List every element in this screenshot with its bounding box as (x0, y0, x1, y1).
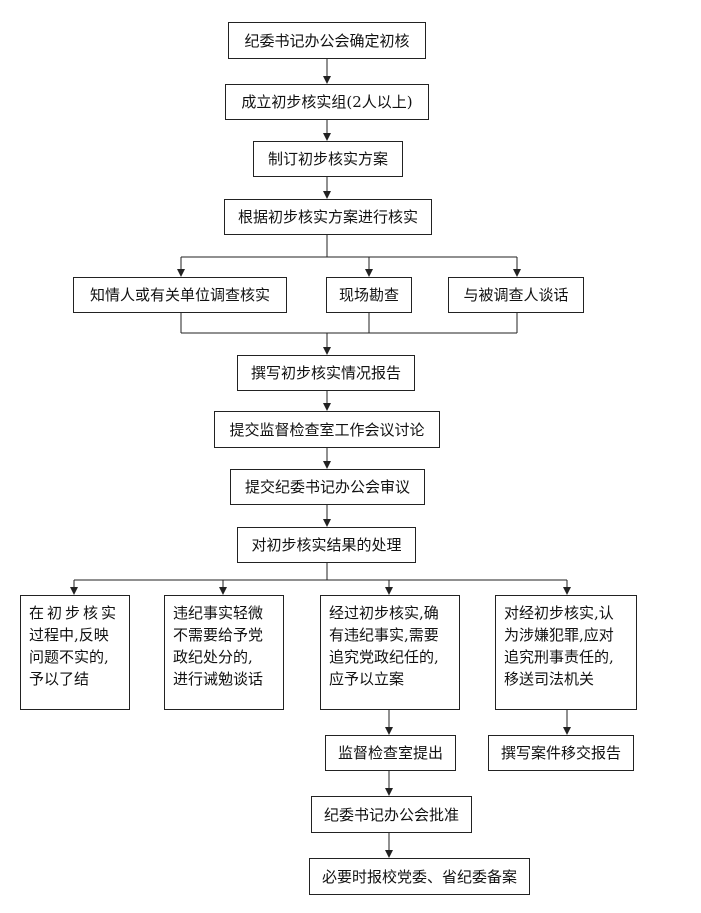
step-form-verification-team: 成立初步核实组(2人以上) (225, 84, 429, 120)
case-step-office-proposal: 监督检查室提出 (325, 735, 456, 771)
step-draft-verification-plan: 制订初步核实方案 (253, 141, 403, 177)
step-verify-per-plan: 根据初步核实方案进行核实 (224, 199, 432, 235)
outcome1-line1: 在初步核实 (29, 604, 120, 622)
outcome-open-case: 经过初步核实,确 有违纪事实,需要 追究党政纪任的, 应予以立案 (320, 595, 460, 710)
step-submit-office-meeting: 提交监督检查室工作会议讨论 (214, 411, 440, 448)
outcome-transfer-judicial: 对经初步核实,认 为涉嫌犯罪,应对 追究刑事责任的, 移送司法机关 (495, 595, 637, 710)
outcome-admonishment-talk: 违纪事实轻微 不需要给予党 政纪处分的, 进行诫勉谈话 (164, 595, 284, 710)
outcome4-line2: 为涉嫌犯罪,应对 (504, 626, 614, 644)
outcome4-line4: 移送司法机关 (504, 670, 595, 688)
outcome4-line3: 追究刑事责任的, (504, 648, 614, 666)
outcome-close-case: 在初步核实 过程中,反映 问题不实的, 予以了结 (20, 595, 130, 710)
outcome1-line4: 予以了结 (29, 670, 90, 688)
case-step-file-record: 必要时报校党委、省纪委备案 (309, 858, 530, 895)
outcome2-line3: 政纪处分的, (173, 648, 253, 666)
outcome3-line2: 有违纪事实,需要 (329, 626, 439, 644)
outcome2-line1: 违纪事实轻微 (173, 604, 264, 622)
outcome2-line4: 进行诫勉谈话 (173, 670, 264, 688)
outcome1-line3: 问题不实的, (29, 648, 109, 666)
method-site-inspection: 现场勘查 (326, 277, 412, 313)
outcome3-line4: 应予以立案 (329, 670, 405, 688)
outcome4-line1: 对经初步核实,认 (504, 604, 614, 622)
step-submit-secretary-meeting: 提交纪委书记办公会审议 (230, 469, 425, 505)
step-write-verification-report: 撰写初步核实情况报告 (237, 355, 415, 391)
transfer-step-write-report: 撰写案件移交报告 (488, 735, 634, 771)
outcome1-line2: 过程中,反映 (29, 626, 109, 644)
step-confirm-initial-verification: 纪委书记办公会确定初核 (228, 22, 426, 59)
method-informant-investigation: 知情人或有关单位调查核实 (73, 277, 287, 313)
case-step-secretary-approval: 纪委书记办公会批准 (311, 796, 472, 833)
outcome2-line2: 不需要给予党 (173, 626, 264, 644)
step-handle-verification-result: 对初步核实结果的处理 (237, 527, 416, 563)
outcome3-line3: 追究党政纪任的, (329, 648, 439, 666)
method-interview-subject: 与被调查人谈话 (448, 277, 584, 313)
outcome3-line1: 经过初步核实,确 (329, 604, 439, 622)
